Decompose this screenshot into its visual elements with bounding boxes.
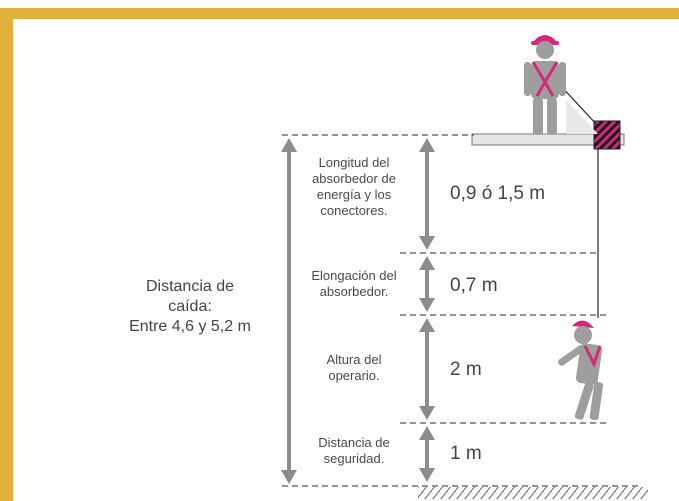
lanyard-shadow (566, 100, 598, 134)
segment-4-label-line: seguridad. (323, 451, 385, 466)
segment-3-label: Altura del operario. (296, 352, 412, 384)
segment-2-value: 0,7 m (450, 275, 498, 296)
standing-worker-icon (524, 35, 566, 135)
frame-top-bar (0, 8, 679, 19)
hanging-worker-icon (558, 320, 604, 421)
segment-4-label-line: Distancia de (318, 435, 390, 450)
total-distance-arrow (281, 138, 297, 484)
total-distance-label: Distancia de caída: Entre 4,6 y 5,2 m (110, 277, 270, 337)
segment-4-label: Distancia de seguridad. (296, 435, 412, 467)
segment-3-label-line: operario. (328, 368, 380, 383)
segment-3-label-line: Altura del (326, 352, 382, 367)
segment-2-label-line: absorbedor. (319, 284, 389, 299)
segment-1-label-line: absorbedor de (312, 171, 396, 186)
segment-4-value: 1 m (450, 443, 482, 464)
segment-arrow-4 (419, 426, 435, 482)
segment-arrow-2 (419, 256, 435, 312)
segment-1-label: Longitud del absorbedor de energía y los… (296, 155, 412, 219)
segment-1-label-line: conectores. (320, 203, 388, 218)
level-lines (282, 134, 640, 487)
ground-hatch (418, 487, 648, 499)
total-distance-line-3: Entre 4,6 y 5,2 m (129, 318, 251, 335)
segment-1-label-line: energía y los (316, 187, 392, 202)
segment-1-label-line: Longitud del (318, 155, 390, 170)
total-distance-line-2: caída: (168, 298, 212, 315)
segment-1-value: 0,9 ó 1,5 m (450, 183, 546, 204)
segment-2-label: Elongación del absorbedor. (296, 268, 412, 300)
total-distance-line-1: Distancia de (145, 278, 235, 295)
segment-arrow-3 (419, 318, 435, 420)
segment-arrow-1 (419, 138, 435, 250)
segment-arrows (419, 138, 435, 482)
segment-2-label-line: Elongación del (311, 268, 397, 283)
frame-left-bar (0, 8, 13, 501)
segment-3-value: 2 m (450, 359, 482, 380)
